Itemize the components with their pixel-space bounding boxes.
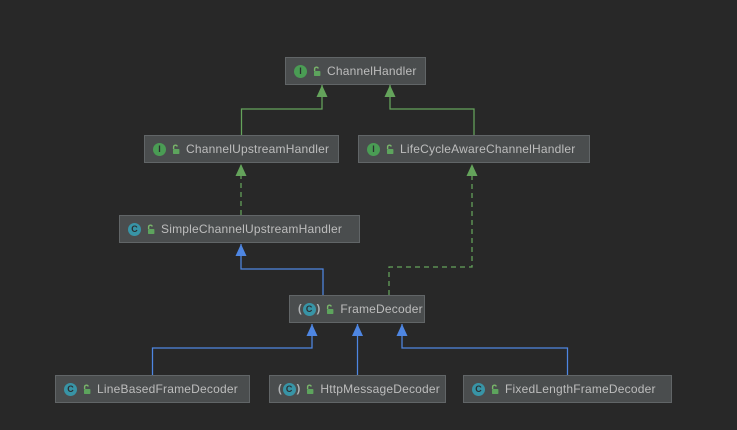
class-node-channelupstreamhandler[interactable]: I ChannelUpstreamHandler [144, 135, 339, 163]
edge-lifecycleawarechannelhandler-extends-channelhandler [384, 85, 475, 135]
class-name-label: LineBasedFrameDecoder [97, 382, 238, 396]
abstract-class-icon: ( C ) [278, 382, 301, 396]
class-name-label: SimpleChannelUpstreamHandler [161, 222, 343, 236]
class-node-lifecycleawarechannelhandler[interactable]: I LifeCycleAwareChannelHandler [358, 135, 590, 163]
class-icon: C [128, 222, 141, 236]
class-icon: C [64, 382, 77, 396]
edge-framedecoder-implements-lifecycleawarechannelhandler [388, 164, 478, 295]
class-node-channelhandler[interactable]: I ChannelHandler [285, 57, 426, 85]
interface-icon: I [153, 142, 166, 156]
public-visibility-lock-icon [307, 384, 314, 394]
class-name-label: ChannelUpstreamHandler [186, 142, 330, 156]
class-node-httpmessagedecoder[interactable]: ( C ) HttpMessageDecoder [269, 375, 446, 403]
abstract-class-icon: ( C ) [298, 302, 321, 316]
class-name-label: LifeCycleAwareChannelHandler [400, 142, 576, 156]
public-visibility-lock-icon [172, 144, 180, 154]
public-visibility-lock-icon [313, 66, 321, 76]
public-visibility-lock-icon [147, 224, 155, 234]
edge-framedecoder-extends-simplechannelupstreamhandler [235, 244, 324, 295]
interface-icon: I [294, 64, 307, 78]
interface-icon: I [367, 142, 380, 156]
class-node-fixedlengthframedecoder[interactable]: C FixedLengthFrameDecoder [463, 375, 672, 403]
class-name-label: ChannelHandler [327, 64, 417, 78]
edge-fixedlengthframedecoder-extends-framedecoder [396, 324, 569, 375]
class-name-label: FrameDecoder [340, 302, 423, 316]
public-visibility-lock-icon [327, 304, 334, 314]
class-node-simplechannelupstreamhandler[interactable]: C SimpleChannelUpstreamHandler [119, 215, 360, 243]
class-node-framedecoder[interactable]: ( C ) FrameDecoder [289, 295, 425, 323]
public-visibility-lock-icon [386, 144, 394, 154]
class-name-label: FixedLengthFrameDecoder [505, 382, 656, 396]
public-visibility-lock-icon [491, 384, 499, 394]
class-name-label: HttpMessageDecoder [320, 382, 441, 396]
edge-channelupstreamhandler-extends-channelhandler [240, 85, 328, 135]
class-icon: C [472, 382, 485, 396]
edge-linebasedframedecoder-extends-framedecoder [151, 324, 318, 375]
public-visibility-lock-icon [83, 384, 91, 394]
class-node-linebasedframedecoder[interactable]: C LineBasedFrameDecoder [55, 375, 250, 403]
